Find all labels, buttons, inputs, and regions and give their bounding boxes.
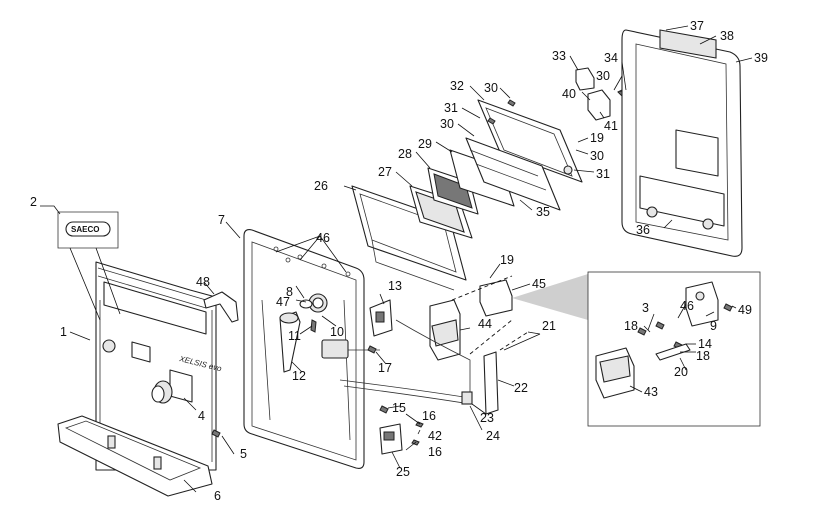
back-cover	[621, 29, 743, 257]
display-module-28	[427, 167, 479, 215]
rear-frame	[243, 229, 365, 469]
dashed-screw-leaders	[451, 275, 529, 355]
connector-33	[575, 67, 595, 91]
drip-tray	[57, 415, 213, 497]
callout-38: 38	[720, 29, 734, 43]
callout-24: 24	[486, 429, 500, 443]
callout-1: 1	[60, 325, 67, 339]
callout-41: 41	[604, 119, 618, 133]
callout-10: 10	[330, 325, 344, 339]
front-panel: XELSIS evo	[95, 261, 223, 471]
callout-18-a: 18	[624, 319, 638, 333]
logo-text: SAECO	[71, 225, 99, 234]
callout-16-a: 16	[422, 409, 436, 423]
callout-35: 35	[536, 205, 550, 219]
pump-44	[429, 299, 461, 361]
callout-4: 4	[198, 409, 205, 423]
bracket-22	[483, 351, 499, 415]
callout-48: 48	[196, 275, 210, 289]
callout-40: 40	[562, 87, 576, 101]
callout-34: 34	[604, 51, 618, 65]
tube-assembly	[339, 319, 471, 405]
callout-25: 25	[396, 465, 410, 479]
callout-42: 42	[428, 429, 442, 443]
switch-25	[379, 423, 403, 455]
main-board-assembly	[465, 99, 583, 211]
flowmeter-45	[479, 279, 513, 317]
callout-45: 45	[532, 277, 546, 291]
callout-28: 28	[398, 147, 412, 161]
bracket-48	[203, 291, 239, 323]
callout-31-a: 31	[444, 101, 458, 115]
callout-49: 49	[738, 303, 752, 317]
callout-19-lower: 19	[500, 253, 514, 267]
callout-8: 8	[286, 285, 293, 299]
callout-20: 20	[674, 365, 688, 379]
callout-19-upper: 19	[590, 131, 604, 145]
callout-7: 7	[218, 213, 225, 227]
callout-36: 36	[636, 223, 650, 237]
callout-14: 14	[698, 337, 712, 351]
callout-44: 44	[478, 317, 492, 331]
callout-30-d: 30	[596, 69, 610, 83]
callout-33: 33	[552, 49, 566, 63]
callout-15: 15	[392, 401, 406, 415]
callout-5: 5	[240, 447, 247, 461]
callout-13: 13	[388, 279, 402, 293]
callout-2: 2	[30, 195, 37, 209]
control-knob	[151, 380, 173, 404]
callout-31-b: 31	[596, 167, 610, 181]
detail-inset	[512, 271, 761, 427]
display-cover-26	[351, 185, 467, 291]
callout-39: 39	[754, 51, 768, 65]
callout-12: 12	[292, 369, 306, 383]
callout-23: 23	[480, 411, 494, 425]
callout-47: 47	[276, 295, 290, 309]
fitting-23	[461, 391, 473, 405]
callout-9: 9	[710, 319, 717, 333]
callout-46-inset: 46	[680, 299, 694, 313]
callout-21: 21	[542, 319, 556, 333]
callout-18-b: 18	[696, 349, 710, 363]
screw-5	[211, 429, 221, 438]
leader-lines	[40, 25, 753, 493]
callout-30-a: 30	[440, 117, 454, 131]
valve-17	[321, 339, 380, 359]
callout-27: 27	[378, 165, 392, 179]
callout-43: 43	[644, 385, 658, 399]
relay-40	[587, 89, 611, 121]
callout-46: 46	[316, 231, 330, 245]
screws	[367, 345, 424, 446]
logo-badge-inset: SAECO	[57, 211, 121, 321]
callout-26: 26	[314, 179, 328, 193]
switch-13	[369, 299, 393, 337]
callout-30-b: 30	[484, 81, 498, 95]
callout-22: 22	[514, 381, 528, 395]
callout-6: 6	[214, 489, 221, 503]
callout-16-b: 16	[428, 445, 442, 459]
callout-labels: 2 1 7 48 4 5 6 8 47 10 11 12 46 13 17 15…	[30, 19, 768, 503]
callout-37: 37	[690, 19, 704, 33]
callout-32: 32	[450, 79, 464, 93]
callout-11: 11	[288, 329, 301, 343]
steam-wand-parts	[279, 293, 328, 373]
callout-30-c: 30	[590, 149, 604, 163]
callout-29: 29	[418, 137, 432, 151]
callout-17: 17	[378, 361, 392, 375]
callout-3: 3	[642, 301, 649, 315]
